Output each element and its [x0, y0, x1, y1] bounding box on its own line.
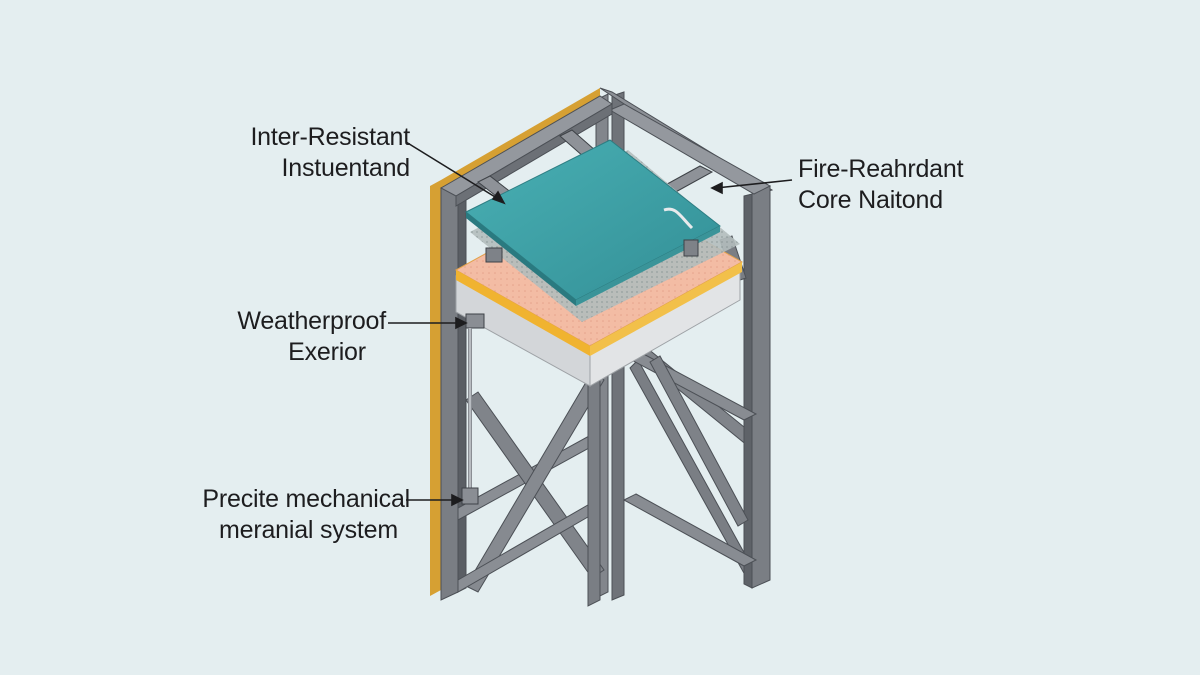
- label-weatherproof-line2: Exerior: [288, 338, 366, 366]
- label-fire-reahrdant-line2: Core Naitond: [798, 186, 943, 214]
- label-weatherproof: Weatherproof Exerior: [226, 306, 386, 368]
- leader-lines: [388, 141, 793, 507]
- label-fire-reahrdant: Fire-Reahrdant Core Naitond: [798, 154, 988, 216]
- steel-frame-right: [608, 103, 772, 589]
- edge-strip: [430, 88, 600, 596]
- label-inter-resistant-line1: Inter-Resistant: [250, 123, 410, 151]
- panel-clips: [485, 207, 699, 263]
- label-mechanical-system-line2: meranial system: [219, 516, 398, 544]
- label-mechanical-system-line1: Precite mechanical: [202, 485, 410, 513]
- label-mechanical-system: Precite mechanical meranial system: [196, 484, 410, 546]
- panel-stack: [454, 139, 744, 387]
- steel-frame-left: [439, 95, 613, 607]
- label-inter-resistant: Inter-Resistant Instuentand: [232, 122, 410, 184]
- mechanical-rod: [461, 313, 485, 505]
- label-weatherproof-line1: Weatherproof: [237, 307, 386, 335]
- label-fire-reahrdant-line1: Fire-Reahrdant: [798, 155, 964, 183]
- label-inter-resistant-line2: Instuentand: [281, 154, 411, 182]
